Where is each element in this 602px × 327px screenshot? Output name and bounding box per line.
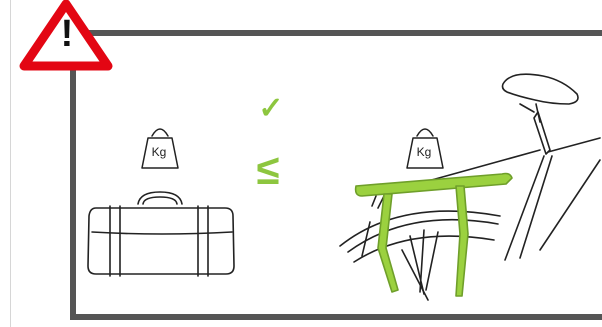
bicycle-rack-icon bbox=[356, 174, 512, 297]
luggage-weight-label: Kg bbox=[139, 145, 179, 159]
warning-exclamation: ! bbox=[52, 12, 82, 56]
rack-weight-label: Kg bbox=[404, 145, 444, 159]
suitcase-icon bbox=[88, 192, 234, 276]
checkmark-icon: ✓ bbox=[258, 92, 284, 126]
less-or-equal-symbol: ≤ bbox=[250, 148, 286, 192]
